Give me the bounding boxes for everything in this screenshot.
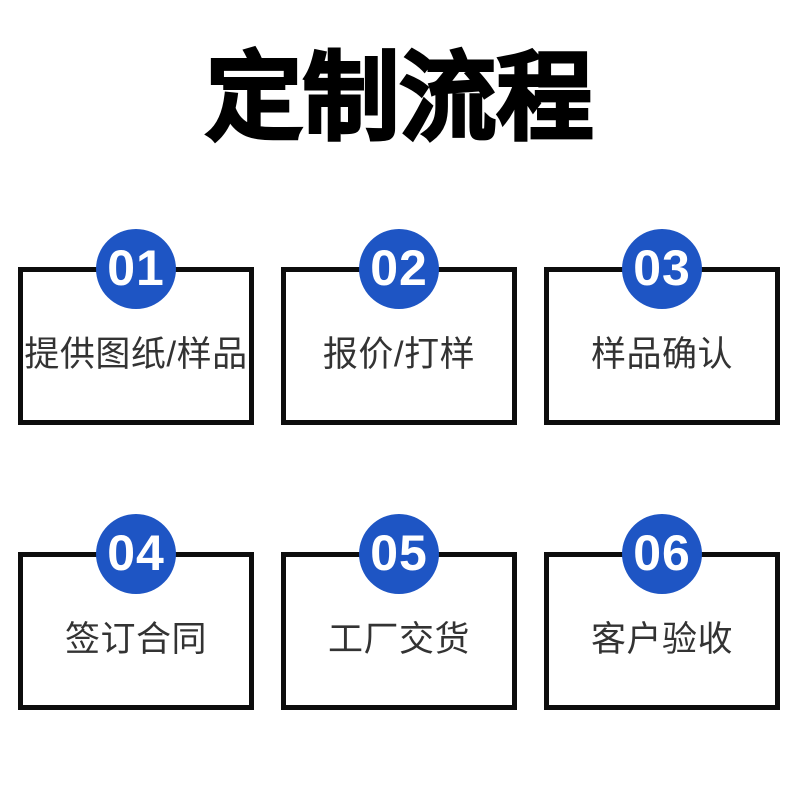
step-label: 样品确认 (590, 334, 733, 374)
step-card-1: 01 提供图纸/样品 (18, 229, 254, 425)
step-number-badge: 01 (96, 229, 176, 309)
step-label: 客户验收 (590, 619, 733, 659)
step-number: 04 (107, 525, 165, 581)
step-card-3: 03 样品确认 (544, 229, 780, 425)
process-grid: 01 提供图纸/样品 02 报价/打样 03 样品确认 04 签订合同 05 (18, 229, 780, 710)
step-number: 03 (633, 240, 691, 296)
step-card-4: 04 签订合同 (18, 514, 254, 710)
step-label: 报价/打样 (322, 334, 476, 374)
step-label: 提供图纸/样品 (24, 334, 248, 374)
step-card-6: 06 客户验收 (544, 514, 780, 710)
step-number: 01 (107, 240, 165, 296)
step-number-badge: 06 (622, 514, 702, 594)
step-number: 06 (633, 525, 691, 581)
step-number-badge: 03 (622, 229, 702, 309)
page-title: 定制流程 (205, 43, 595, 153)
step-number-badge: 05 (359, 514, 439, 594)
step-number: 02 (370, 240, 428, 296)
step-number-badge: 04 (96, 514, 176, 594)
step-card-2: 02 报价/打样 (281, 229, 517, 425)
step-card-5: 05 工厂交货 (281, 514, 517, 710)
step-number-badge: 02 (359, 229, 439, 309)
step-label: 签订合同 (64, 619, 207, 659)
step-label: 工厂交货 (327, 619, 470, 659)
step-number: 05 (370, 525, 428, 581)
